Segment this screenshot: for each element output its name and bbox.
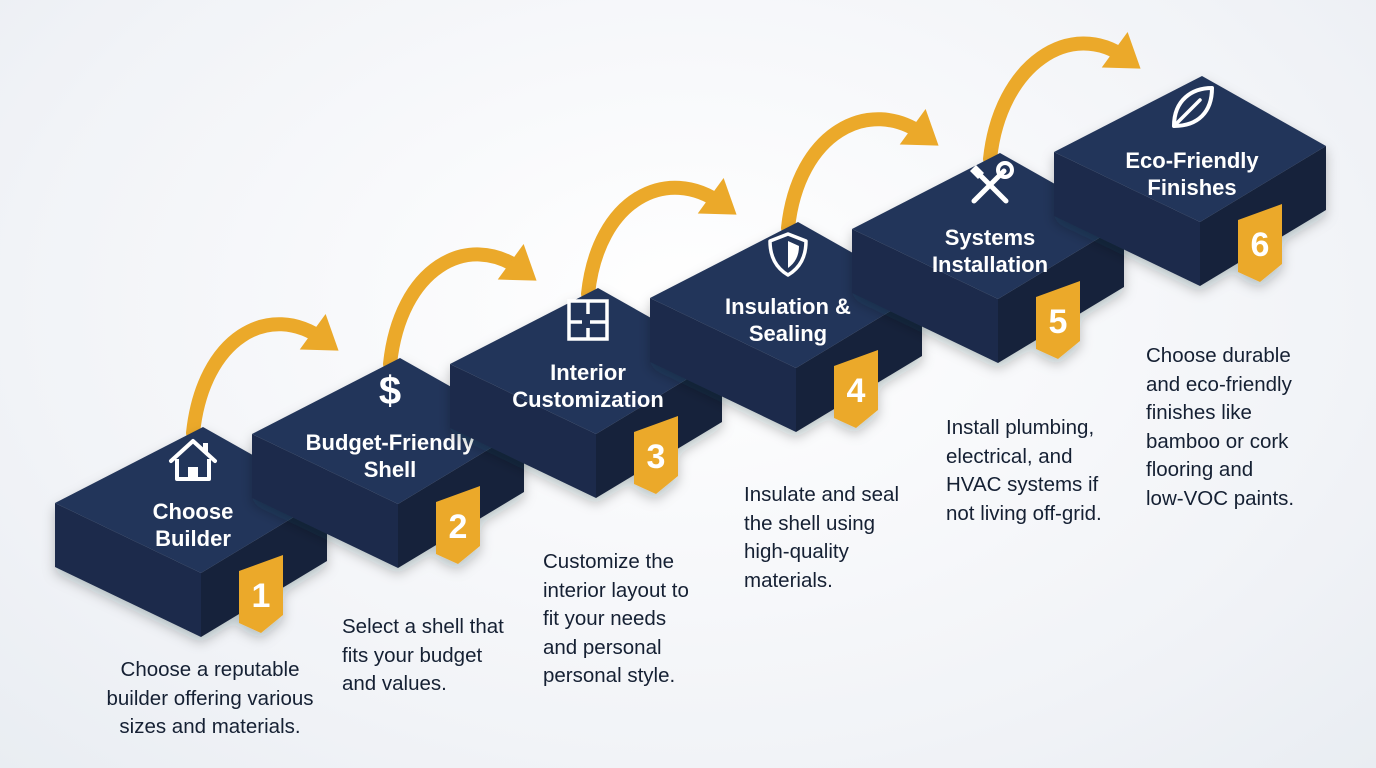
step-4-badge — [834, 350, 878, 428]
step-2-description: Select a shell that fits your budget and… — [342, 615, 504, 695]
step-2-badge — [436, 486, 480, 564]
step-3-title-line1: Interior — [550, 360, 626, 385]
step-6-title-line1: Eco-Friendly — [1125, 148, 1259, 173]
step-3-description: Customize the interior layout to fit you… — [543, 550, 689, 687]
arrowhead-2 — [497, 243, 537, 281]
arrowhead-5 — [1101, 31, 1141, 69]
step-5-front-face — [852, 229, 998, 363]
step-1-description: Choose a reputable builder offering vari… — [106, 658, 314, 738]
step-3-badge — [634, 416, 678, 494]
arrowhead-4 — [899, 108, 939, 146]
arrows-layer — [186, 31, 1141, 440]
arrow-3-to-4 — [581, 180, 729, 301]
step-5-description: Install plumbing, electrical, and HVAC s… — [946, 416, 1102, 525]
step-6-number: 6 — [1251, 226, 1270, 264]
step-1-title-line1: Choose — [153, 499, 234, 524]
step-4-front-face — [650, 298, 796, 432]
step-6-description: Choose durable and eco-friendly finishes… — [1146, 344, 1295, 510]
step-1-front-face — [55, 503, 201, 637]
arrow-2-to-3 — [383, 247, 529, 371]
step-1-badge — [239, 555, 283, 633]
house-icon — [169, 439, 217, 481]
step-5-title-line2: Installation — [932, 252, 1048, 277]
step-5-badge — [1036, 281, 1080, 359]
svg-text:$: $ — [379, 369, 401, 413]
step-6-front-face — [1054, 152, 1200, 286]
step-2-title-line2: Shell — [364, 457, 417, 482]
step-3-number: 3 — [647, 438, 666, 476]
step-3-front-face — [450, 364, 596, 498]
step-2-title-line1: Budget-Friendly — [306, 430, 475, 455]
step-6-title-line2: Finishes — [1147, 175, 1236, 200]
step-5-title-line1: Systems — [945, 225, 1036, 250]
leaf-icon — [1172, 86, 1214, 128]
step-4-description: Insulate and seal the shell using high-q… — [744, 483, 900, 592]
arrowhead-1 — [299, 313, 339, 351]
step-6-top-face — [1054, 76, 1326, 222]
step-6-badge — [1238, 204, 1282, 282]
step-4-title-line1: Insulation & — [725, 294, 851, 319]
step-1-title-line2: Builder — [155, 526, 231, 551]
step-4-title-line2: Sealing — [749, 321, 827, 346]
step-4-number: 4 — [847, 372, 866, 410]
shield-icon — [768, 232, 808, 277]
tools-icon — [970, 161, 1014, 204]
step-2-front-face — [252, 434, 398, 568]
step-1-number: 1 — [252, 577, 271, 615]
arrow-5-to-6 — [983, 36, 1133, 166]
floorplan-icon — [567, 299, 609, 341]
step-5-number: 5 — [1049, 303, 1068, 341]
arrowhead-3 — [697, 177, 737, 215]
dollar-icon: $ — [379, 369, 401, 413]
arrow-4-to-5 — [781, 112, 931, 235]
step-3-title-line2: Customization — [512, 387, 664, 412]
step-2-number: 2 — [449, 508, 468, 546]
arrow-1-to-2 — [186, 317, 331, 440]
